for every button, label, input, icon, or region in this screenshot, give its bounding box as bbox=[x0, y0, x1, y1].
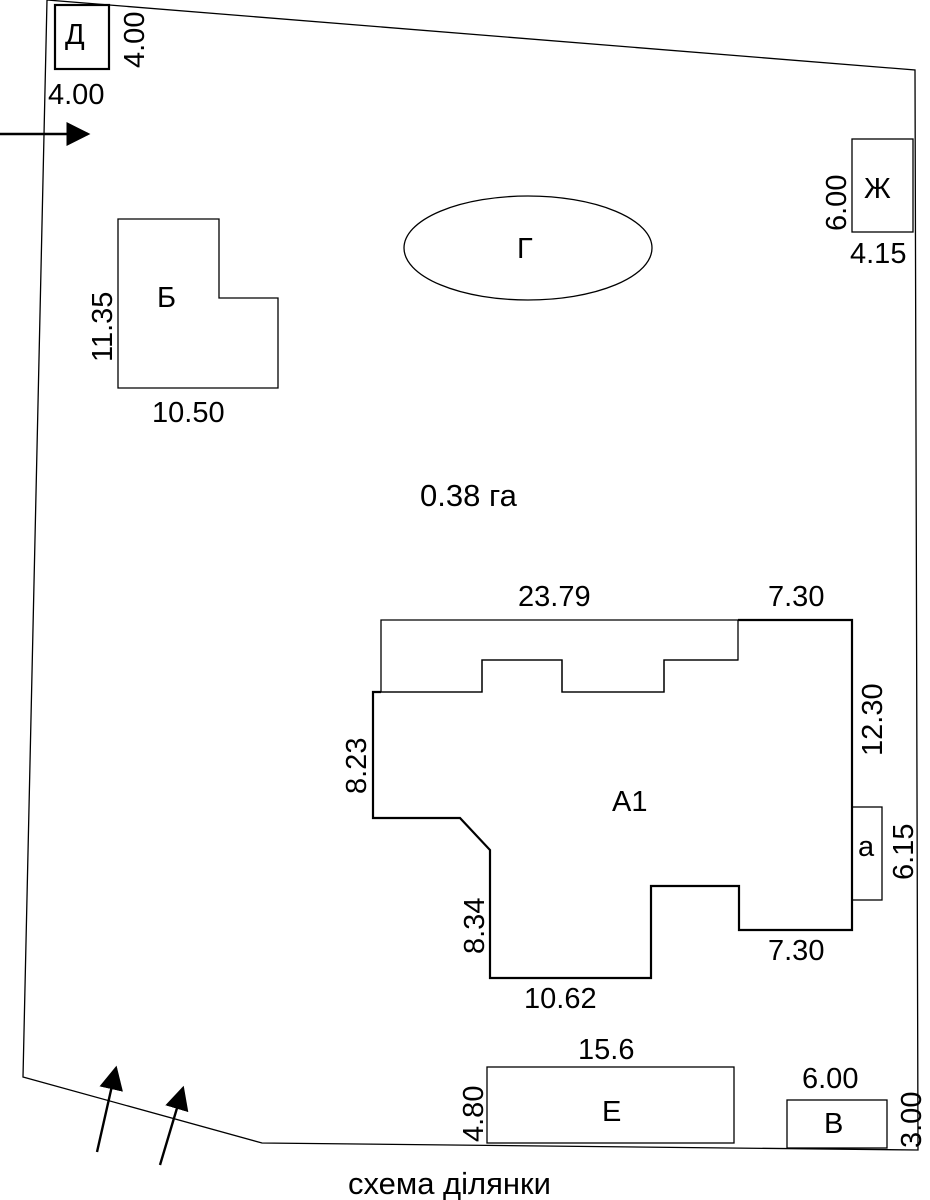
dim-a1-right: 12.30 bbox=[857, 683, 889, 756]
building-a1-top-left bbox=[373, 659, 738, 693]
building-e bbox=[486, 1066, 735, 1144]
building-e-width: 15.6 bbox=[578, 1034, 634, 1066]
building-v bbox=[786, 1099, 888, 1149]
building-a bbox=[851, 806, 883, 901]
building-b-width: 10.50 bbox=[152, 397, 225, 429]
dim-a1-bottom-right: 7.30 bbox=[768, 935, 824, 967]
building-e-label: Е bbox=[602, 1096, 621, 1128]
building-e-height: 4.80 bbox=[458, 1086, 490, 1142]
dim-a1-top-right: 7.30 bbox=[768, 581, 824, 613]
building-zh-label: Ж bbox=[864, 173, 891, 205]
dim-a1-bottom: 10.62 bbox=[524, 983, 597, 1015]
building-v-width: 6.00 bbox=[802, 1063, 858, 1095]
dim-a1-left-upper: 8.23 bbox=[341, 738, 373, 794]
plot-area: 0.38 га bbox=[420, 478, 518, 513]
building-d-label: Д bbox=[65, 19, 85, 51]
building-a1-label: А1 bbox=[612, 786, 647, 818]
building-b-height: 11.35 bbox=[87, 292, 119, 362]
dim-a1-top: 23.79 bbox=[518, 581, 591, 613]
building-g-label: Г bbox=[517, 233, 533, 265]
building-a1 bbox=[380, 619, 739, 693]
building-zh-height: 6.00 bbox=[821, 175, 853, 231]
building-d-width: 4.00 bbox=[48, 79, 104, 111]
building-d-height: 4.00 bbox=[119, 12, 151, 68]
dim-a1-left-lower: 8.34 bbox=[459, 898, 491, 954]
building-v-height: 3.00 bbox=[896, 1092, 928, 1148]
building-zh-width: 4.15 bbox=[850, 238, 906, 270]
building-d bbox=[53, 3, 111, 71]
building-b bbox=[117, 218, 279, 389]
building-a1-main bbox=[371, 618, 854, 980]
entry-arrow-bottom-2 bbox=[158, 1085, 189, 1166]
building-b-label: Б bbox=[157, 282, 176, 314]
building-a-label: а bbox=[858, 831, 875, 863]
plot-boundary bbox=[22, 0, 919, 1151]
plan-title: схема ділянки bbox=[348, 1166, 551, 1200]
building-g bbox=[403, 195, 653, 301]
building-zh bbox=[851, 138, 914, 233]
entry-arrow-bottom-1 bbox=[95, 1065, 123, 1153]
dim-a-side: 6.15 bbox=[888, 824, 920, 880]
building-v-label: В bbox=[824, 1108, 843, 1140]
